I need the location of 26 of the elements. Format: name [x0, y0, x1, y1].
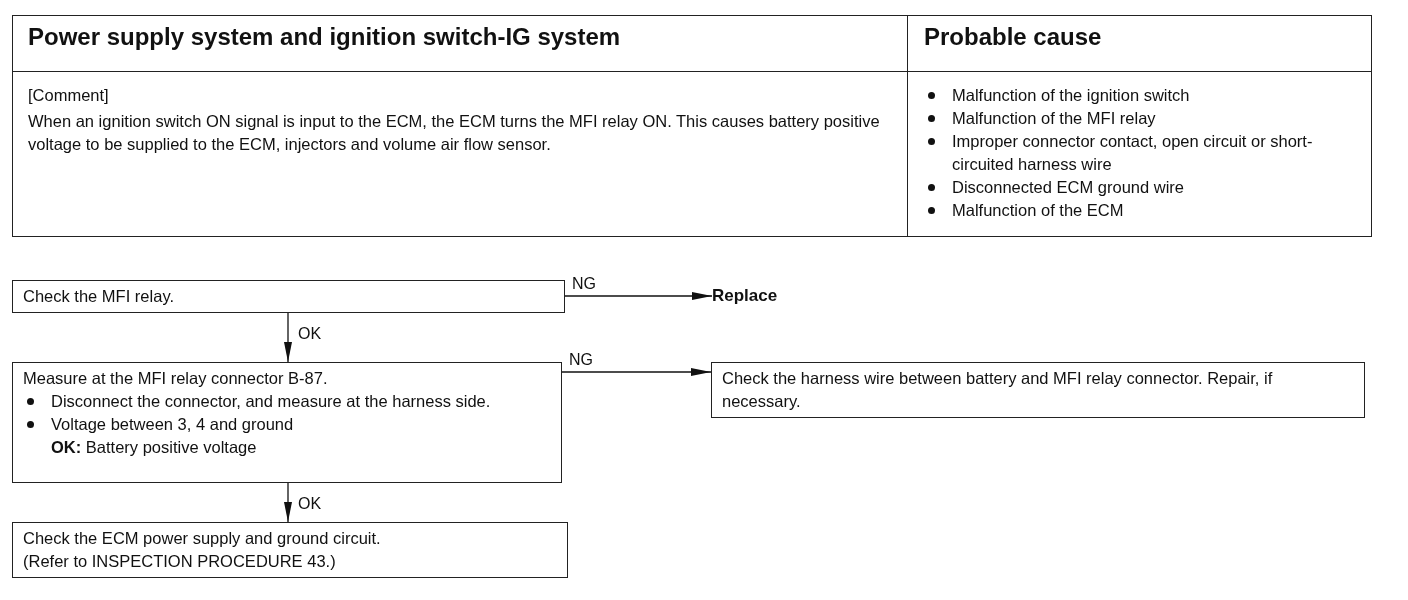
step-box	[12, 522, 568, 578]
cause-item: Improper connector contact, open circuit or short-circuited harness wire	[952, 132, 1313, 173]
step-text: Check the MFI relay.	[23, 286, 175, 307]
cause-item: Disconnected ECM ground wire	[952, 178, 1185, 196]
column-header: Probable cause	[923, 22, 1103, 52]
step-text: Disconnect the connector, and measure at the harness side.	[51, 392, 491, 410]
step-box	[711, 362, 1365, 418]
arrow	[284, 312, 292, 363]
comment-text: When an ignition switch ON signal is input to the ECM, the ECM turns the MFI relay ON. This causes battery positive voltage to be supplied to the ECM, injectors and volume air flow sensor.	[28, 111, 881, 155]
step-text: Check the harness wire between battery and MFI relay connector. Repair, if necessary.	[722, 368, 1274, 412]
step-box	[12, 280, 565, 313]
comment-heading: [Comment]	[28, 85, 110, 106]
step-text: Measure at the MFI relay connector B-87.	[23, 368, 329, 389]
step-text: OK: Battery positive voltage	[50, 437, 258, 458]
step-text: Voltage between 3, 4 and ground	[51, 415, 294, 433]
cause-item: Malfunction of the ECM	[952, 201, 1124, 219]
step-box	[12, 362, 562, 483]
column-header: Power supply system and ignition switch-IG system	[27, 22, 622, 52]
cause-item: Malfunction of the ignition switch	[952, 86, 1190, 104]
step-text: Check the ECM power supply and ground circuit.	[23, 528, 382, 549]
arrow	[284, 482, 292, 523]
arrow	[564, 292, 713, 300]
arrow	[561, 368, 712, 376]
step-text: (Refer to INSPECTION PROCEDURE 43.)	[23, 551, 337, 572]
result-text: Replace	[712, 286, 812, 310]
cause-item: Malfunction of the MFI relay	[952, 109, 1156, 127]
